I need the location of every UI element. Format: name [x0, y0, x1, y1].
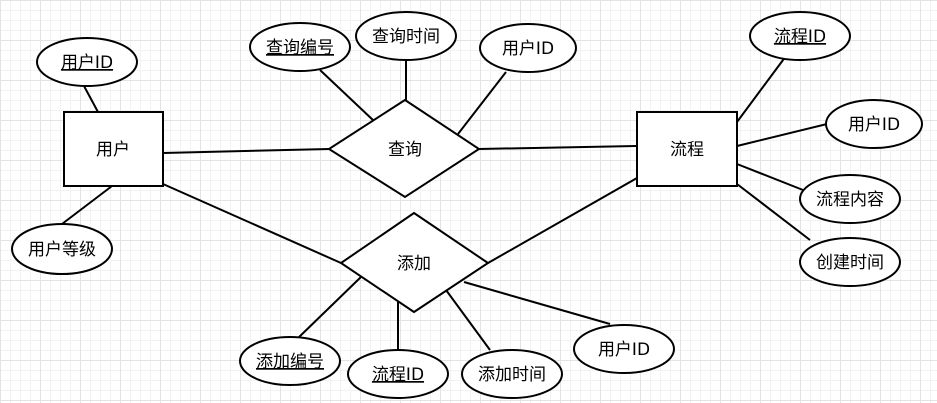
attr-add-time[interactable]: 添加时间 [461, 349, 563, 399]
entity-user[interactable]: 用户 [63, 111, 164, 187]
attr-add-no-ellipse [239, 336, 341, 386]
attr-process-user-id-label: 用户ID [848, 115, 900, 135]
attr-user-level-label: 用户等级 [28, 240, 96, 260]
relationship-add-diamond [339, 211, 490, 314]
attr-query-time-label: 查询时间 [372, 27, 440, 47]
attr-process-id-label: 流程ID [774, 27, 826, 47]
edge-user-add [162, 183, 342, 264]
attr-process-id[interactable]: 流程ID [749, 11, 851, 61]
attr-create-time-ellipse [799, 237, 901, 287]
attr-process-content-ellipse [799, 174, 901, 224]
entity-user-label: 用户 [96, 140, 130, 160]
attr-create-time-label: 创建时间 [816, 253, 884, 273]
relationship-query-label: 查询 [388, 140, 422, 160]
attr-add-process-id-label: 流程ID [372, 365, 424, 385]
attr-query-time[interactable]: 查询时间 [355, 11, 457, 61]
attr-process-user-id-ellipse [825, 99, 923, 149]
edge-query-no-query [319, 69, 375, 122]
relationship-query[interactable]: 查询 [327, 98, 481, 199]
attr-user-id[interactable]: 用户ID [36, 37, 138, 87]
edge-query-process [478, 145, 638, 150]
relationship-query-diamond [327, 98, 481, 199]
edge-user-level-user [61, 185, 113, 225]
relationship-add[interactable]: 添加 [339, 211, 490, 314]
edge-user-id-user [83, 85, 99, 113]
attr-add-process-id[interactable]: 流程ID [347, 349, 449, 399]
attr-query-no[interactable]: 查询编号 [249, 22, 351, 72]
attr-process-content-label: 流程内容 [816, 190, 884, 210]
attr-add-no[interactable]: 添加编号 [239, 336, 341, 386]
edge-add-process [487, 177, 638, 264]
attr-add-no-label: 添加编号 [256, 352, 324, 372]
entity-user-box [63, 111, 164, 187]
attr-add-user-id-label: 用户ID [598, 340, 650, 360]
attr-user-level-ellipse [11, 223, 113, 275]
edge-add-user-id-add [463, 281, 611, 325]
attr-query-user-id[interactable]: 用户ID [479, 23, 577, 73]
attr-query-no-ellipse [249, 22, 351, 72]
edge-process-id-process [736, 55, 787, 123]
attr-create-time[interactable]: 创建时间 [799, 237, 901, 287]
attr-query-user-id-label: 用户ID [502, 39, 554, 59]
relationship-add-label: 添加 [397, 254, 431, 274]
attr-add-user-id[interactable]: 用户ID [573, 324, 675, 374]
attr-add-user-id-ellipse [573, 324, 675, 374]
edge-process-user-id-process [736, 123, 828, 147]
edges [61, 55, 828, 351]
edge-process-content-process [736, 163, 804, 191]
entity-process-box [636, 111, 738, 187]
edge-add-no-add [295, 275, 363, 341]
attr-user-level[interactable]: 用户等级 [11, 223, 113, 275]
attr-query-user-id-ellipse [479, 23, 577, 73]
edge-add-time-add [445, 289, 491, 351]
attr-process-id-ellipse [749, 11, 851, 61]
attr-add-time-ellipse [461, 349, 563, 399]
entity-process-label: 流程 [670, 140, 704, 160]
entity-process[interactable]: 流程 [636, 111, 738, 187]
attr-add-time-label: 添加时间 [478, 365, 546, 385]
attr-user-id-label: 用户ID [61, 53, 113, 73]
edge-query-user-id-query [457, 71, 507, 135]
attr-query-no-label: 查询编号 [266, 38, 334, 58]
attr-process-content[interactable]: 流程内容 [799, 174, 901, 224]
attr-add-process-id-ellipse [347, 349, 449, 399]
edge-create-time-process [736, 183, 811, 241]
attr-query-time-ellipse [355, 11, 457, 61]
attr-process-user-id[interactable]: 用户ID [825, 99, 923, 149]
attr-user-id-ellipse [36, 37, 138, 87]
edge-user-query [162, 148, 330, 154]
